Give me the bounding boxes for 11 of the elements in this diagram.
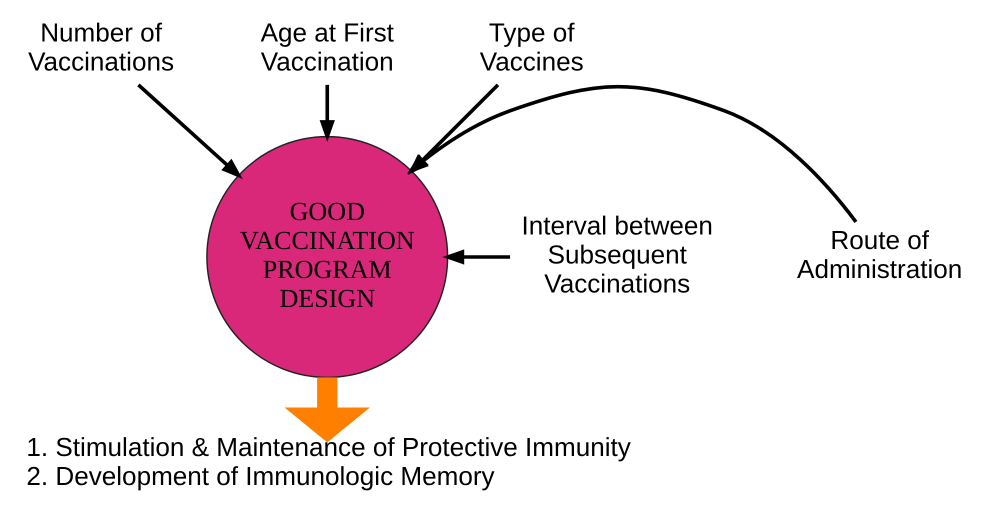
node-text: Type of Vaccines: [479, 18, 584, 77]
arrow: [284, 377, 370, 442]
node-circle: GOOD VACCINATION PROGRAM DESIGN: [206, 136, 448, 378]
arrow: [319, 84, 334, 142]
node-text: Route of Administration: [796, 224, 962, 284]
node-text: Number of Vaccinations: [28, 18, 174, 77]
node-text: Age at First Vaccination: [260, 18, 394, 77]
node-text: Interval between Subsequent Vaccinations: [521, 210, 712, 298]
node-text: 1. Stimulation & Maintenance of Protective Immunity 2. Development of Immunologic Memory: [26, 432, 630, 492]
arrow: [136, 84, 242, 180]
arrow: [442, 249, 510, 265]
